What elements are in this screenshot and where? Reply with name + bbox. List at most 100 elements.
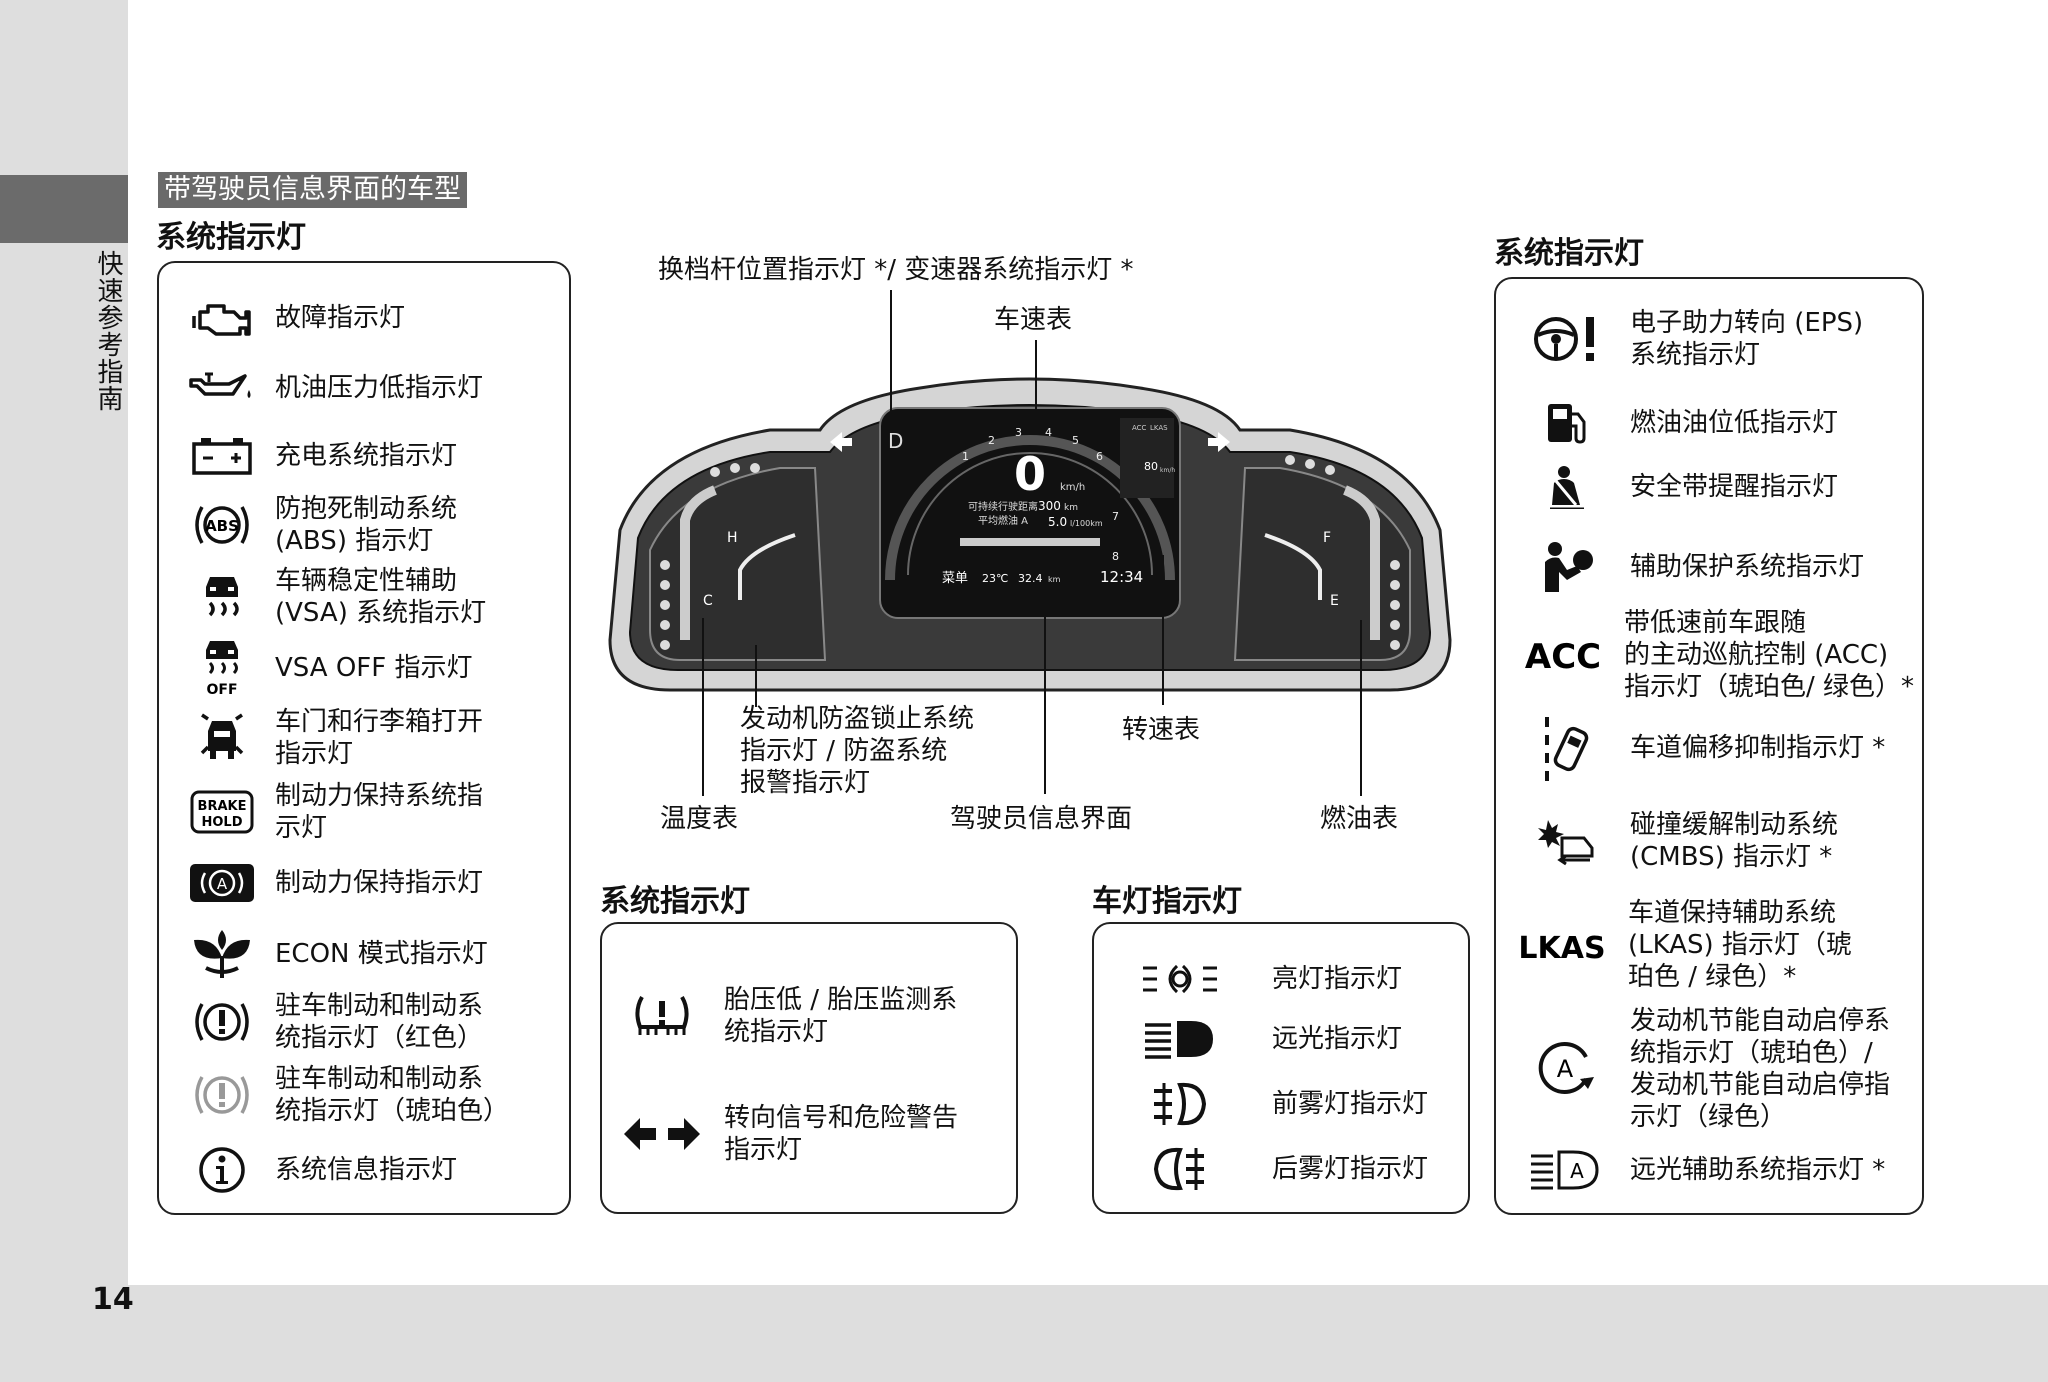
- brake-red-icon: [189, 991, 255, 1053]
- lkas-icon: LKAS: [1516, 915, 1608, 975]
- auto-hold-text: A: [217, 875, 228, 893]
- lights-on-icon: [1140, 954, 1220, 1004]
- right-indicator-panel: 电子助力转向 (EPS) 系统指示灯 燃油油位低指示灯 安全带提醒指示灯 辅助保…: [1494, 277, 1924, 1215]
- light-indicator-panel: 亮灯指示灯 远光指示灯 前雾灯指示灯 后雾灯指示灯: [1092, 922, 1470, 1214]
- seatbelt-icon: [1524, 461, 1608, 513]
- menu-label: 菜单: [942, 571, 968, 586]
- tach-tick: 6: [1096, 450, 1103, 463]
- list-item: OFF VSA OFF 指示灯: [189, 637, 472, 699]
- avg-unit: l/100km: [1070, 519, 1103, 528]
- right-turn-icon: [1208, 432, 1230, 452]
- svg-text:BRAKE: BRAKE: [198, 799, 247, 814]
- lkas-icon-text: LKAS: [1518, 931, 1605, 965]
- list-item: ECON 模式指示灯: [189, 923, 488, 985]
- tach-tick: 8: [1112, 550, 1119, 563]
- tach-tick: 4: [1045, 426, 1052, 439]
- range-unit: km: [1064, 503, 1078, 513]
- turn-signal-icon: [622, 1104, 702, 1164]
- item-label: 远光辅助系统指示灯 *: [1630, 1155, 1886, 1185]
- item-label: 制动力保持系统指 示灯: [275, 781, 484, 843]
- list-item: LKAS 车道保持辅助系统 (LKAS) 指示灯（琥 珀色 / 绿色）*: [1516, 897, 1852, 993]
- light-panel-title: 车灯指示灯: [1092, 884, 1242, 919]
- item-label: 电子助力转向 (EPS) 系统指示灯: [1630, 308, 1864, 370]
- rear-fog-icon: [1140, 1144, 1220, 1194]
- list-item: 辅助保护系统指示灯: [1524, 537, 1864, 597]
- abs-icon: ABS: [189, 494, 255, 556]
- eps-icon: [1524, 309, 1608, 369]
- temp-h: H: [727, 530, 738, 546]
- list-item: 胎压低 / 胎压监测系 统指示灯: [622, 984, 957, 1048]
- callout-shift-indicator: 换档杆位置指示灯 */ 变速器系统指示灯 *: [658, 255, 1134, 285]
- list-item: 故障指示灯: [189, 293, 405, 343]
- tach-tick: 5: [1072, 434, 1079, 447]
- fuel-low-icon: [1524, 397, 1608, 449]
- item-label: 碰撞缓解制动系统 (CMBS) 指示灯 *: [1630, 810, 1839, 872]
- item-label: ECON 模式指示灯: [275, 939, 488, 969]
- auto-high-beam-icon: A: [1524, 1145, 1608, 1195]
- item-label: 前雾灯指示灯: [1272, 1089, 1429, 1119]
- fuel-f: F: [1323, 530, 1331, 546]
- item-label: 系统信息指示灯: [275, 1155, 458, 1185]
- list-item: 机油压力低指示灯: [189, 363, 483, 413]
- bottom-system-panel: 胎压低 / 胎压监测系 统指示灯 转向信号和危险警告 指示灯: [600, 922, 1018, 1214]
- lkas-label: LKAS: [1150, 424, 1168, 432]
- acc-set-speed: 80: [1144, 460, 1158, 473]
- callout-temperature: 温度表: [660, 804, 739, 834]
- gear-indicator: D: [888, 429, 903, 453]
- list-item: A 远光辅助系统指示灯 *: [1524, 1145, 1885, 1195]
- item-label: 辅助保护系统指示灯: [1630, 552, 1865, 582]
- list-item: 转向信号和危险警告 指示灯: [622, 1102, 958, 1166]
- lane-departure-icon: [1524, 713, 1608, 783]
- page-number: 14: [92, 1282, 134, 1317]
- list-item: A 制动力保持指示灯: [189, 852, 483, 914]
- callout-line: [890, 290, 892, 420]
- svg-text:HOLD: HOLD: [201, 815, 242, 830]
- item-label: 车道偏移抑制指示灯 *: [1630, 733, 1886, 763]
- item-label: 车辆稳定性辅助 (VSA) 系统指示灯: [275, 566, 487, 628]
- list-item: 后雾灯指示灯: [1140, 1144, 1428, 1194]
- temp-c: C: [703, 593, 713, 609]
- callout-line: [1162, 555, 1164, 705]
- avg-value: 5.0: [1048, 515, 1067, 529]
- auto-high-beam-text: A: [1570, 1159, 1584, 1183]
- list-item: 驻车制动和制动系 统指示灯（红色）: [189, 990, 483, 1054]
- list-item: 车道偏移抑制指示灯 *: [1524, 713, 1885, 783]
- cmbs-icon: [1524, 811, 1608, 871]
- acc-set-unit: km/h: [1160, 467, 1175, 474]
- bottom-system-title: 系统指示灯: [600, 884, 750, 919]
- item-label: 驻车制动和制动系 统指示灯（红色）: [275, 991, 484, 1053]
- vsa-icon: [189, 566, 255, 628]
- outside-temp: 23℃: [982, 572, 1008, 585]
- list-item: A 发动机节能自动启停系 统指示灯（琥珀色）/ 发动机节能自动启停指 示灯（绿色…: [1524, 1005, 1890, 1133]
- callout-tachometer: 转速表: [1122, 715, 1201, 745]
- auto-hold-icon: A: [189, 852, 255, 914]
- acc-icon-text: ACC: [1525, 637, 1601, 675]
- front-fog-icon: [1140, 1079, 1220, 1129]
- item-label: 安全带提醒指示灯: [1630, 472, 1839, 502]
- list-item: 燃油油位低指示灯: [1524, 397, 1838, 449]
- callout-driver-info: 驾驶员信息界面: [950, 804, 1133, 834]
- odo-unit: km: [1048, 575, 1061, 584]
- battery-icon: [189, 431, 255, 481]
- door-open-icon: [189, 707, 255, 769]
- instrument-cluster: 0 km/h 1 2 3 4 5 6 7 8 可持续行驶距离 300 km 平均…: [608, 377, 1452, 692]
- fuel-e: E: [1330, 593, 1339, 609]
- item-label: VSA OFF 指示灯: [275, 653, 473, 683]
- oil-pressure-icon: [189, 363, 255, 413]
- vsa-off-text: OFF: [206, 682, 237, 697]
- acc-label: ACC: [1132, 424, 1147, 432]
- high-beam-icon: [1140, 1014, 1220, 1064]
- srs-airbag-icon: [1524, 537, 1608, 597]
- list-item: 充电系统指示灯: [189, 431, 457, 481]
- tach-tick: 2: [988, 434, 995, 447]
- list-item: 碰撞缓解制动系统 (CMBS) 指示灯 *: [1524, 809, 1838, 873]
- list-item: ACC 带低速前车跟随 的主动巡航控制 (ACC) 指示灯（琥珀色/ 绿色）*: [1518, 607, 1914, 703]
- list-item: 电子助力转向 (EPS) 系统指示灯: [1524, 307, 1863, 371]
- callout-line: [755, 645, 757, 707]
- range-value: 300: [1038, 499, 1061, 513]
- item-label: 发动机节能自动启停系 统指示灯（琥珀色）/ 发动机节能自动启停指 示灯（绿色）: [1630, 1006, 1891, 1132]
- list-item: 驻车制动和制动系 统指示灯（琥珀色）: [189, 1063, 509, 1127]
- item-label: 胎压低 / 胎压监测系 统指示灯: [724, 985, 958, 1047]
- callout-fuel: 燃油表: [1320, 804, 1399, 834]
